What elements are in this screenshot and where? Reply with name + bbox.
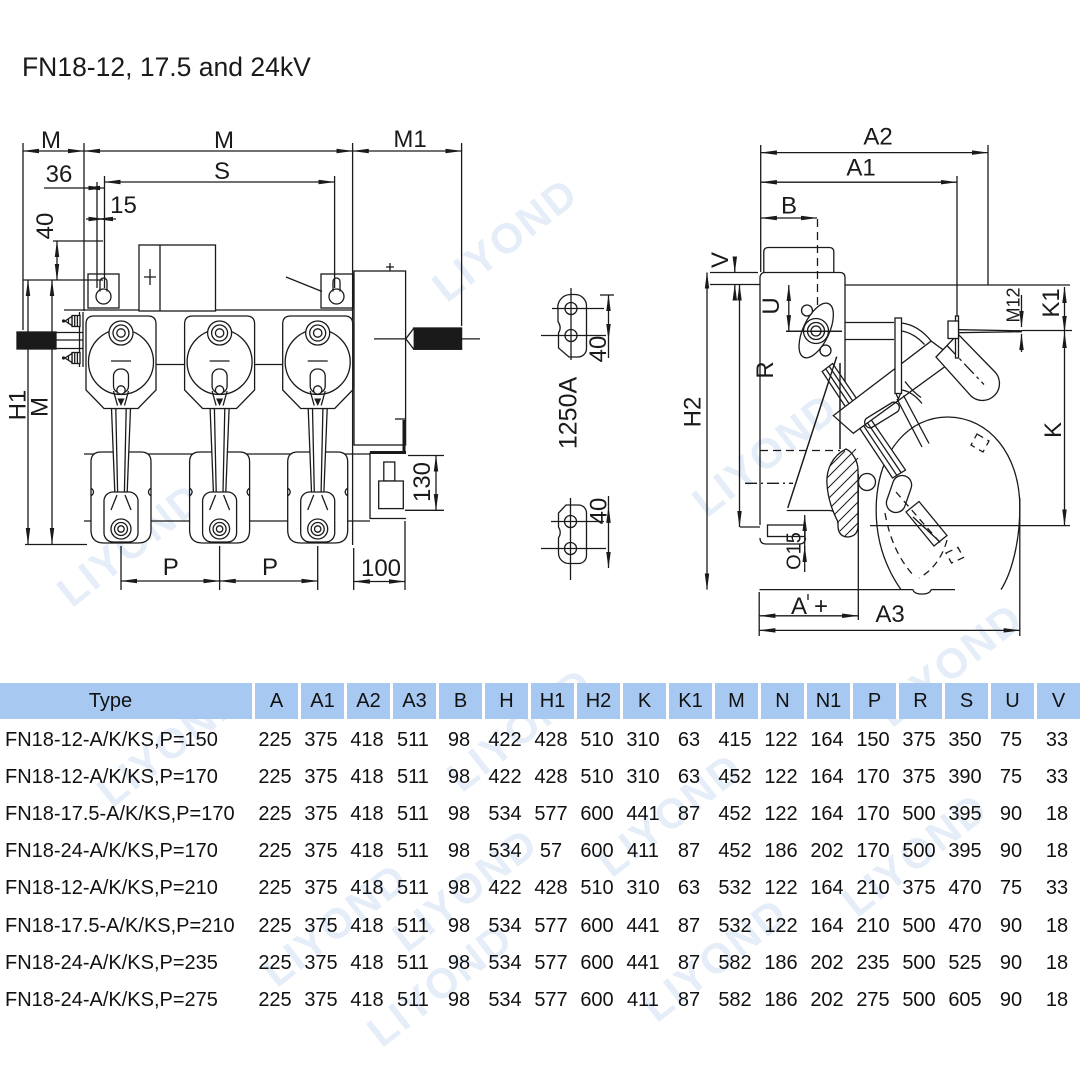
svg-text:A: A	[791, 593, 807, 620]
svg-text:M1: M1	[393, 126, 426, 153]
svg-text:36: 36	[46, 161, 73, 188]
svg-text:R: R	[752, 361, 779, 378]
svg-text:40: 40	[586, 498, 613, 525]
svg-text:P: P	[163, 554, 179, 581]
svg-text:M12: M12	[1004, 287, 1024, 322]
svg-text:A2: A2	[863, 124, 892, 151]
svg-text:K1: K1	[1038, 288, 1065, 317]
svg-text:P: P	[262, 554, 278, 581]
svg-text:40: 40	[32, 213, 59, 240]
svg-text:K: K	[1040, 422, 1067, 438]
svg-text:1250A: 1250A	[555, 377, 583, 450]
svg-text:H2: H2	[680, 397, 707, 428]
svg-text:V: V	[707, 252, 734, 268]
svg-text:M: M	[41, 127, 61, 154]
svg-text:S: S	[214, 158, 230, 185]
svg-text:M: M	[27, 397, 54, 417]
svg-text:B: B	[781, 193, 797, 220]
svg-text:H1: H1	[4, 390, 31, 421]
svg-text:A3: A3	[875, 601, 904, 628]
svg-text:130: 130	[409, 462, 436, 502]
svg-text:M: M	[214, 127, 234, 154]
svg-text:+: +	[814, 593, 828, 620]
svg-text:15: 15	[110, 192, 137, 219]
svg-text:A1: A1	[846, 155, 875, 182]
svg-text:U: U	[758, 297, 785, 314]
svg-text:40: 40	[585, 336, 612, 363]
svg-text:O15: O15	[784, 532, 806, 570]
svg-text:100: 100	[361, 555, 401, 582]
